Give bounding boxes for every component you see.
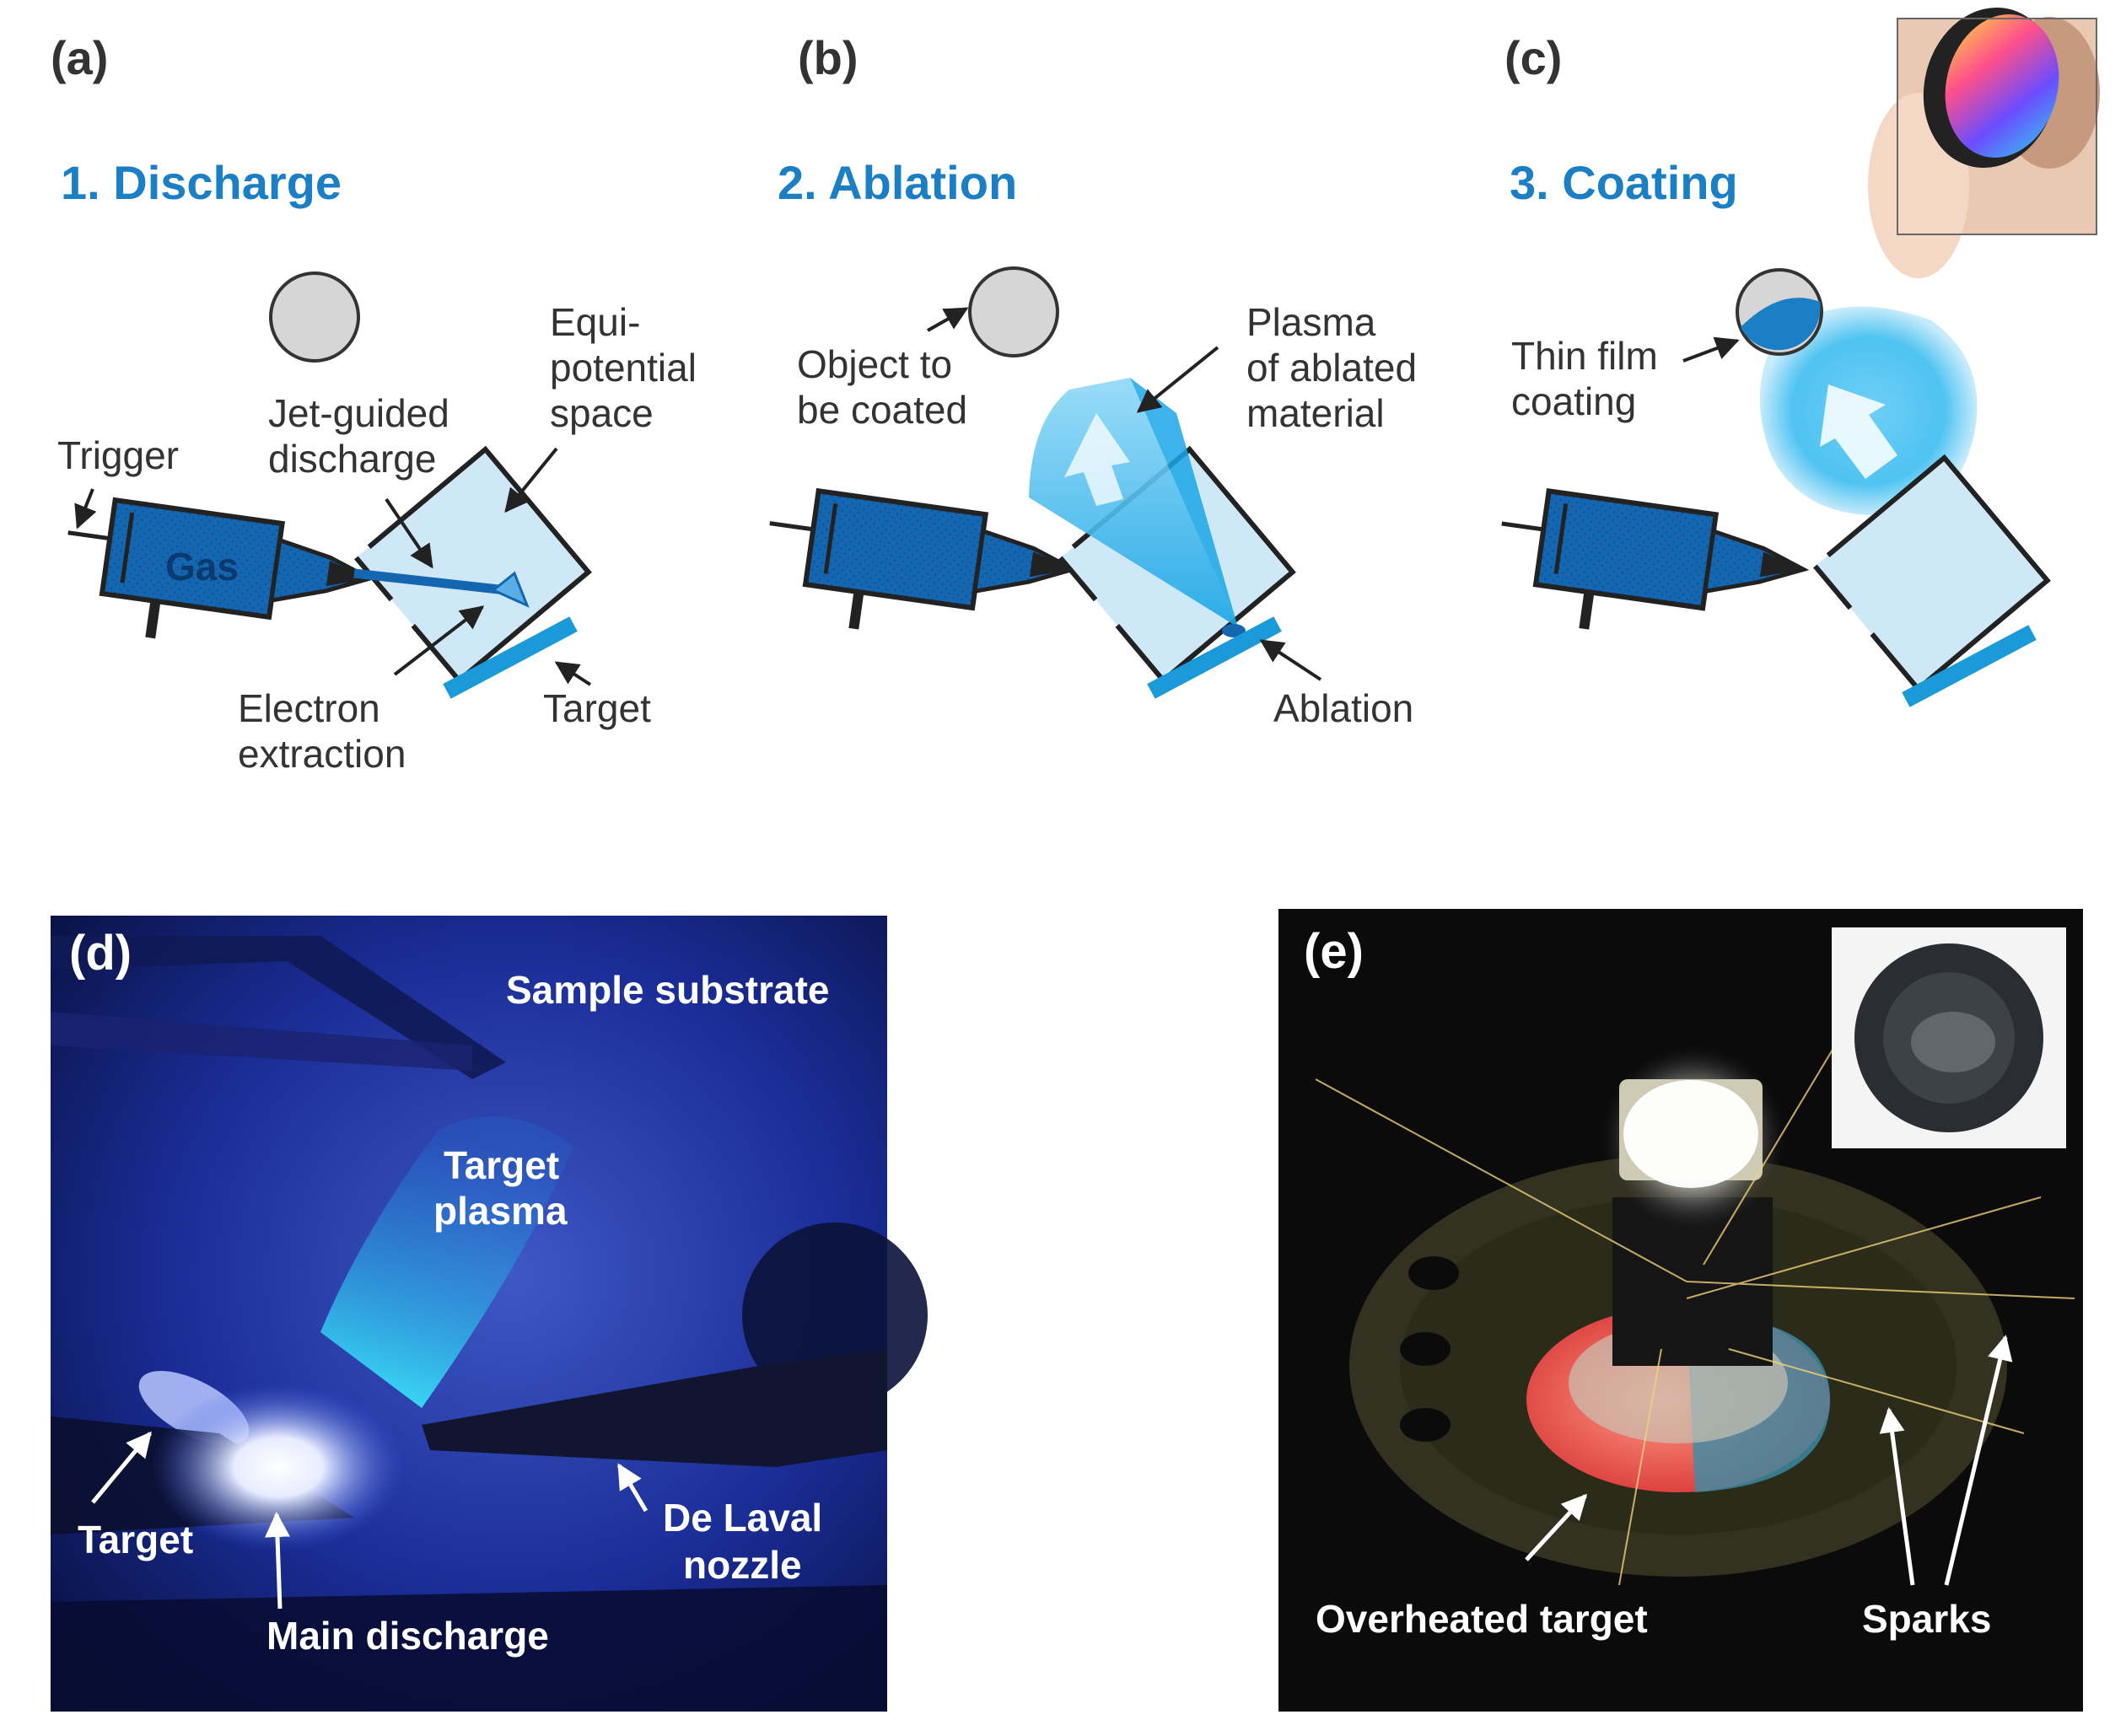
target-label-a: Target (543, 686, 651, 730)
jet-label-1: Jet-guided (268, 391, 449, 435)
chamber (354, 445, 592, 685)
electron-label-1: Electron (238, 686, 380, 730)
panel-a-letter: (a) (51, 31, 108, 84)
gas-gun-c (1501, 488, 1810, 630)
equi-label-1: Equi- (550, 300, 640, 344)
equi-label-2: potential (550, 346, 697, 390)
target-bar (443, 616, 578, 699)
jet-tip (491, 571, 530, 608)
panel-d-photo: (d) Sample substrate Target plasma Targe… (51, 916, 928, 1712)
electron-label-2: extraction (238, 732, 406, 776)
de-laval-label-1: De Laval (663, 1496, 822, 1540)
step-title-coating: 3. Coating (1510, 156, 1738, 209)
target-inset-photo (1832, 927, 2066, 1148)
panel-c-letter: (c) (1504, 31, 1562, 84)
target-bar-c (1902, 625, 2037, 707)
sample-substrate-label: Sample substrate (506, 968, 829, 1012)
panel-b-letter: (b) (798, 31, 858, 84)
plume-arrow (1064, 413, 1130, 506)
target-label-d: Target (78, 1518, 193, 1561)
gas-gun (67, 497, 376, 639)
coating-arrow (1820, 384, 1897, 479)
main-discharge-flash (152, 1383, 405, 1551)
object-circle (269, 271, 360, 363)
sparks-label: Sparks (1862, 1597, 1991, 1641)
step-title-ablation: 2. Ablation (778, 156, 1017, 209)
ablation-plume (1029, 378, 1238, 627)
gas-gun-b (769, 487, 1079, 630)
trigger-label: Trigger (57, 433, 179, 477)
jet-label-2: discharge (268, 437, 436, 481)
target-bar-b (1147, 616, 1282, 699)
plasma-label-2: of ablated (1246, 346, 1417, 390)
panel-c: (c) 3. Coating (1501, 7, 2100, 707)
thin-film-label-2: coating (1511, 379, 1636, 423)
object-label-2: be coated (797, 388, 967, 432)
object-label-1: Object to (797, 342, 952, 386)
ablation-label: Ablation (1273, 686, 1413, 730)
target-plasma-label-2: plasma (433, 1189, 568, 1233)
equi-label-3: space (550, 391, 654, 435)
step-title-discharge: 1. Discharge (61, 156, 342, 209)
spark-lines (1315, 1011, 2075, 1586)
target-plasma-label-1: Target (444, 1143, 559, 1187)
target-plasma-plume (320, 1116, 573, 1408)
jet-beam (353, 568, 507, 595)
panel-b: (b) 2. Ablation Object to be coated Plas… (769, 31, 1417, 730)
panel-d-letter: (d) (69, 926, 132, 981)
panel-a: (a) 1. Discharge Gas Trigger Jet-guided (51, 31, 697, 776)
de-laval-label-2: nozzle (683, 1543, 802, 1587)
overheated-target-label: Overheated target (1316, 1597, 1648, 1641)
gas-label: Gas (165, 545, 239, 589)
plasma-label-1: Plasma (1246, 300, 1376, 344)
panel-e-letter: (e) (1304, 924, 1364, 979)
panel-e-photo: (e) Overheated target Sparks (1278, 909, 2083, 1712)
chamber-c (1813, 454, 2051, 693)
coated-wafer-photo (1868, 7, 2100, 278)
object-circle-b (968, 266, 1059, 357)
thin-film-label-1: Thin film (1511, 334, 1658, 378)
plasma-label-3: material (1246, 391, 1385, 435)
main-discharge-label: Main discharge (266, 1614, 549, 1658)
